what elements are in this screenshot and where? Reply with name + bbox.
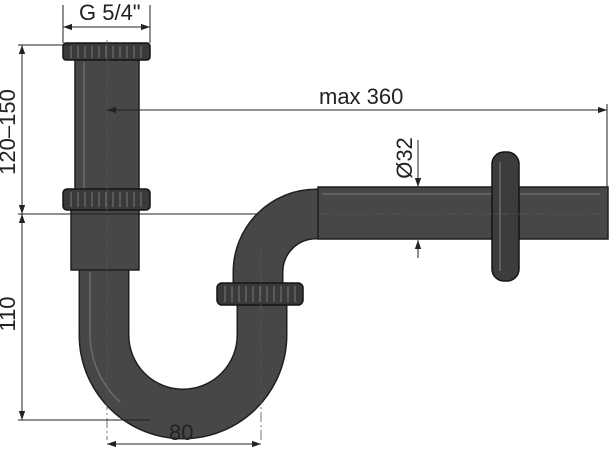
top-nut: [62, 42, 151, 61]
trap-nut: [216, 282, 304, 306]
wall-rosette: [491, 151, 520, 282]
inlet-sleeve: [70, 207, 140, 271]
max-length-label: max 360: [319, 84, 403, 109]
center-lines: [106, 40, 608, 440]
siphon-body: [62, 42, 609, 440]
outlet-bend-fill: [234, 190, 332, 286]
outlet-pipe: [317, 186, 609, 240]
upper-height-label: 120–150: [0, 89, 20, 175]
lower-height-label: 110: [0, 296, 20, 331]
dimension-labels: G 5/4" 120–150 110 max 360 Ø32 80: [0, 0, 417, 445]
offset-label: 80: [169, 420, 193, 445]
thread-label: G 5/4": [79, 0, 141, 25]
diameter-label: Ø32: [392, 137, 417, 179]
u-bend-fill: [80, 268, 286, 438]
dimension-lines: [18, 5, 608, 448]
u-bend-highlight: [89, 272, 121, 403]
middle-nut: [62, 188, 151, 211]
